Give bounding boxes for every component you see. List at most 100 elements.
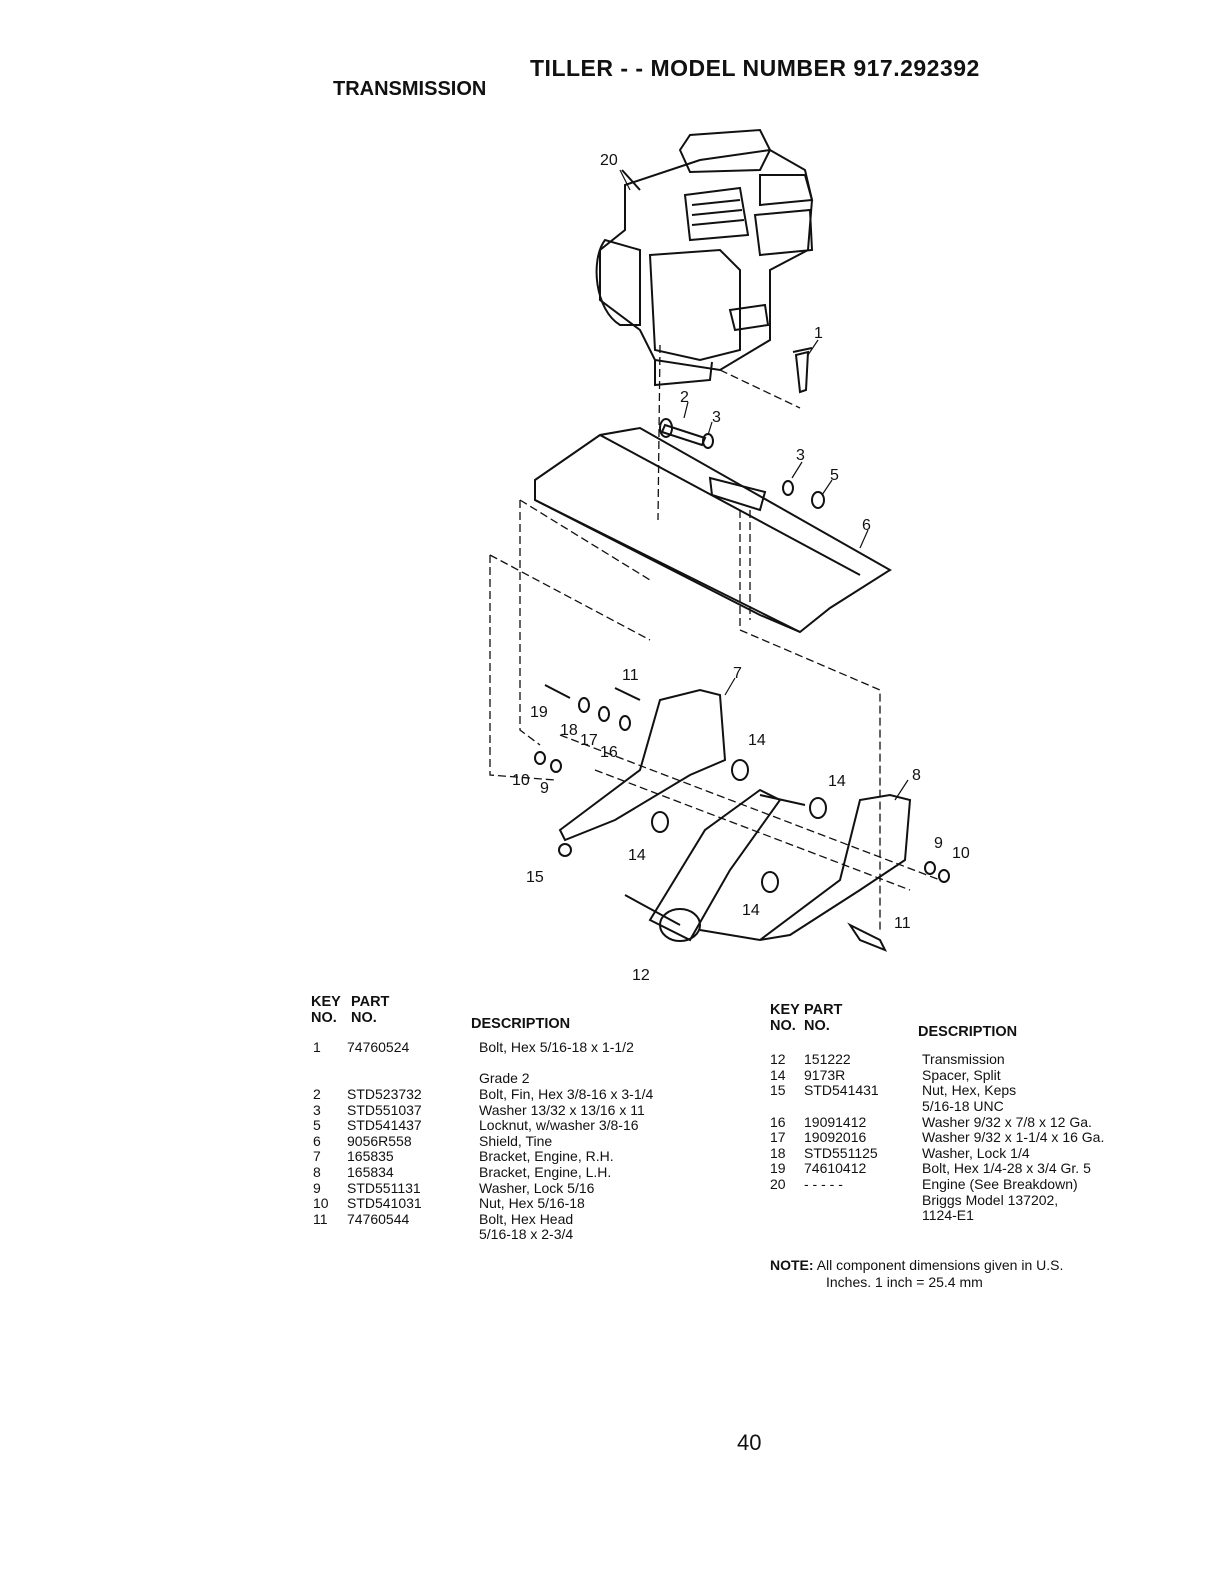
part-number-cell: 74760544 xyxy=(347,1210,410,1227)
description-cell: Engine (See Breakdown) xyxy=(922,1175,1078,1192)
key-header: KEY xyxy=(770,1002,800,1018)
part-number-cell: 19091412 xyxy=(804,1113,867,1130)
callout-label: 9 xyxy=(540,780,549,797)
key-cell: 18 xyxy=(770,1144,786,1161)
description-cell: 1124-E1 xyxy=(922,1207,974,1224)
description-cell: Washer, Lock 5/16 xyxy=(479,1179,595,1196)
part-number-cell: STD523732 xyxy=(347,1085,422,1102)
description-cell: Shield, Tine xyxy=(479,1132,553,1149)
table-header-row: KEY PART xyxy=(311,994,731,1011)
part-header: PART xyxy=(351,994,390,1010)
part-number-cell: 165834 xyxy=(347,1163,394,1180)
description-cell: Bracket, Engine, L.H. xyxy=(479,1163,612,1180)
note-line-1: All component dimensions given in U.S. xyxy=(816,1257,1064,1273)
key-cell: 20 xyxy=(770,1175,786,1192)
page-number: 40 xyxy=(737,1430,762,1455)
key-cell: 2 xyxy=(313,1085,321,1102)
part-number-cell: - - - - - xyxy=(804,1175,843,1192)
description-header: DESCRIPTION xyxy=(918,1023,1018,1040)
table-row: 2 STD523732 Bolt, Fin, Hex 3/8-16 x 3-1/4 xyxy=(311,1085,731,1103)
table-row: 20 - - - - - Engine (See Breakdown) xyxy=(770,1175,1190,1193)
callout-label: 14 xyxy=(828,773,846,790)
callout-label: 14 xyxy=(742,902,760,919)
part-number-cell: 9056R558 xyxy=(347,1132,412,1149)
part-number-cell: STD541031 xyxy=(347,1195,422,1212)
transmission-drawing xyxy=(624,788,806,942)
key-cell: 10 xyxy=(313,1195,329,1212)
description-cell: Grade 2 xyxy=(479,1070,530,1087)
model-title: TILLER - - MODEL NUMBER 917.292392 xyxy=(530,55,980,81)
callout-label: 10 xyxy=(952,845,970,862)
description-cell: Washer, Lock 1/4 xyxy=(922,1144,1030,1161)
exploded-parts-diagram: 20 1 2 3 3 5 6 11 7 19 18 17 16 14 10 9 … xyxy=(489,128,970,984)
bracket-lh-drawing xyxy=(759,793,912,941)
note-label: NOTE: xyxy=(770,1257,814,1273)
table-row: 1124-E1 xyxy=(770,1208,1190,1224)
hardware-drawing xyxy=(534,684,950,952)
part-number-cell: STD551131 xyxy=(347,1179,421,1196)
callout-label: 20 xyxy=(600,152,618,169)
callout-label: 6 xyxy=(862,517,871,534)
key-cell: 15 xyxy=(770,1082,786,1099)
description-cell: Bolt, Hex Head xyxy=(479,1210,574,1227)
part-number-cell: STD551037 xyxy=(347,1101,422,1118)
table-header-row: NO. NO. DESCRIPTION xyxy=(311,1009,731,1031)
table-row: 5/16-18 x 2-3/4 xyxy=(311,1227,731,1243)
table-row: 5/16-18 UNC xyxy=(770,1098,1190,1115)
key-cell: 8 xyxy=(313,1163,321,1180)
callout-label: 1 xyxy=(814,325,823,342)
description-cell: Transmission xyxy=(922,1051,1005,1068)
description-cell: Washer 13/32 x 13/16 x 11 xyxy=(479,1101,645,1118)
engine-drawing xyxy=(595,128,814,387)
callout-label: 5 xyxy=(830,467,839,484)
callout-label: 14 xyxy=(628,847,646,864)
key-cell: 14 xyxy=(770,1066,786,1083)
tine-shield-drawing xyxy=(534,426,892,634)
callout-label: 17 xyxy=(580,732,598,749)
callout-label: 10 xyxy=(512,772,530,789)
key-header: KEY xyxy=(311,994,341,1010)
table-row xyxy=(311,1056,731,1072)
callout-label: 2 xyxy=(680,389,689,406)
key-header: NO. xyxy=(311,1009,337,1026)
description-cell: Locknut, w/washer 3/8-16 xyxy=(479,1117,639,1134)
part-number-cell: STD541431 xyxy=(804,1082,879,1099)
description-cell: Nut, Hex, Keps xyxy=(922,1082,1017,1099)
description-cell: Briggs Model 137202, xyxy=(922,1191,1059,1208)
table-row: Briggs Model 137202, xyxy=(770,1191,1190,1209)
callout-label: 11 xyxy=(894,915,911,932)
key-cell: 3 xyxy=(313,1101,321,1118)
description-cell: Spacer, Split xyxy=(922,1066,1001,1083)
callout-label: 12 xyxy=(632,967,650,984)
description-cell: Bolt, Fin, Hex 3/8-16 x 3-1/4 xyxy=(479,1085,654,1102)
callout-label: 16 xyxy=(600,744,618,761)
note: NOTE: All component dimensions given in … xyxy=(770,1257,1063,1291)
description-cell: 5/16-18 x 2-3/4 xyxy=(479,1226,574,1243)
description-cell: Bracket, Engine, R.H. xyxy=(479,1148,614,1165)
callout-label: 3 xyxy=(712,409,721,426)
key-header: NO. xyxy=(770,1017,796,1034)
part-header: PART xyxy=(804,1002,843,1018)
part-number-cell: 151222 xyxy=(804,1051,851,1068)
callout-label: 18 xyxy=(560,722,578,739)
callout-label: 7 xyxy=(733,665,742,682)
part-header: NO. xyxy=(804,1017,830,1034)
table-row: 8 165834 Bracket, Engine, L.H. xyxy=(311,1163,731,1181)
callout-labels: 20 1 2 3 3 5 6 11 7 19 18 17 16 14 10 9 … xyxy=(512,152,970,984)
key-cell: 11 xyxy=(313,1210,328,1227)
description-cell: Washer 9/32 x 1-1/4 x 16 Ga. xyxy=(922,1129,1105,1146)
callout-label: 3 xyxy=(796,447,805,464)
bolt-2-drawing xyxy=(659,418,825,509)
description-cell: Nut, Hex 5/16-18 xyxy=(479,1195,585,1212)
description-header: DESCRIPTION xyxy=(471,1015,571,1032)
callout-label: 8 xyxy=(912,767,921,784)
part-number-cell: 74760524 xyxy=(347,1039,410,1056)
spacers-drawing xyxy=(651,759,827,893)
